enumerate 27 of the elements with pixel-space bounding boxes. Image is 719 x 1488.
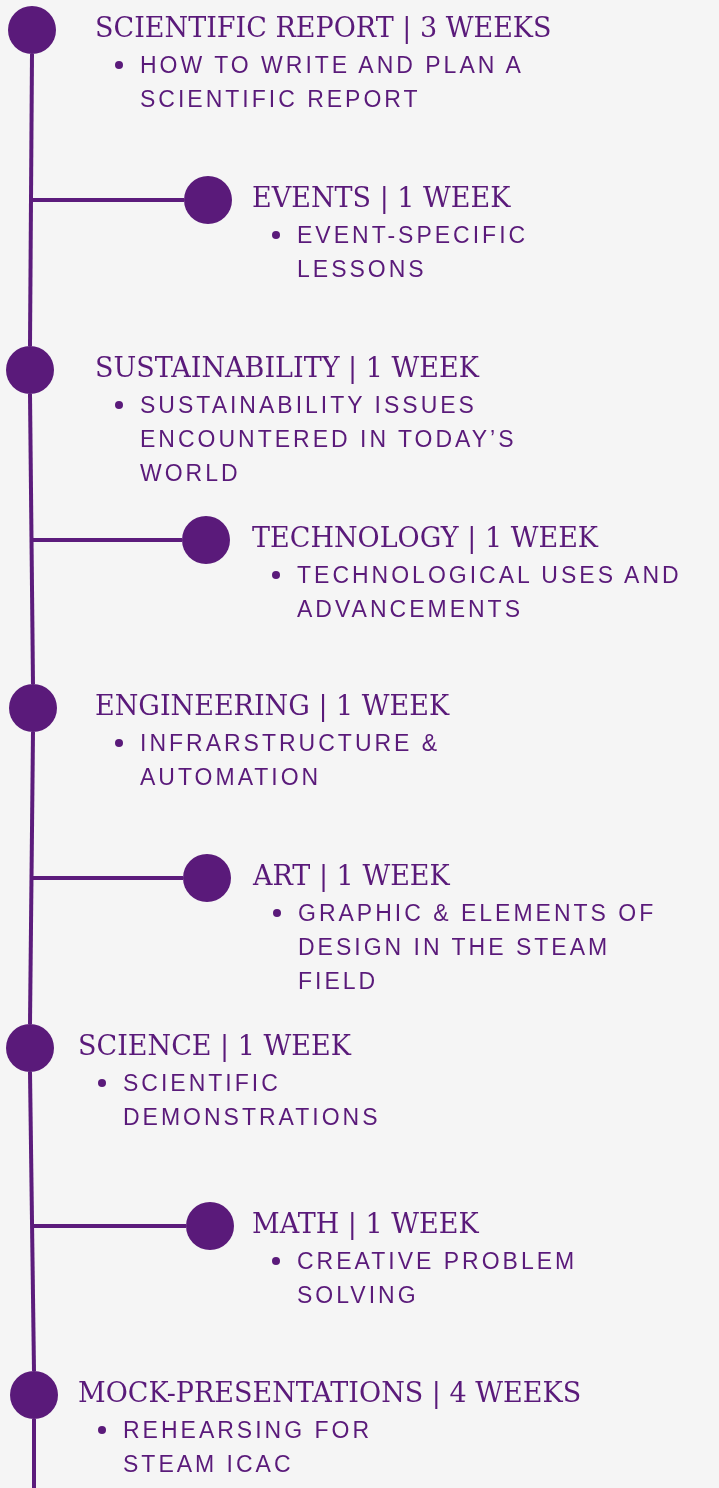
timeline-line — [32, 1419, 36, 1488]
section-heading: SCIENCE | 1 WEEK — [78, 1030, 351, 1062]
bullet-text: INFRARSTRUCTURE & AUTOMATION — [140, 729, 442, 792]
section-heading: MOCK-PRESENTATIONS | 4 WEEKS — [78, 1377, 582, 1409]
timeline-line — [33, 1224, 186, 1228]
bullet-text: GRAPHIC & ELEMENTS OF DESIGN IN THE STEAM FIELD — [298, 899, 658, 996]
section-heading: ART | 1 WEEK — [253, 860, 450, 892]
bullet-text: REHEARSING FOR STEAM ICAC — [123, 1416, 374, 1479]
section-heading: SUSTAINABILITY | 1 WEEK — [95, 352, 479, 384]
section-heading: ENGINEERING | 1 WEEK — [95, 690, 450, 722]
bullet-text: SUSTAINABILITY ISSUES ENCOUNTERED IN TODAY’S WORLD — [140, 391, 518, 488]
timeline-line — [33, 876, 183, 880]
section-heading: MATH | 1 WEEK — [252, 1208, 479, 1240]
section-heading: TECHNOLOGY | 1 WEEK — [252, 522, 599, 554]
timeline-line — [28, 732, 35, 1024]
timeline-line — [33, 538, 182, 542]
timeline-line — [33, 198, 184, 202]
bullet-text: CREATIVE PROBLEM SOLVING — [297, 1247, 579, 1310]
bullet-text: HOW TO WRITE AND PLAN A SCIENTIFIC REPORT — [140, 51, 524, 114]
bullet-text: TECHNOLOGICAL USES AND ADVANCEMENTS — [297, 561, 683, 624]
timeline-line — [28, 54, 34, 346]
section-heading: SCIENTIFIC REPORT | 3 WEEKS — [95, 12, 552, 44]
section-heading: EVENTS | 1 WEEK — [252, 182, 511, 214]
timeline-line — [28, 1071, 36, 1372]
bullet-text: EVENT-SPECIFIC LESSONS — [297, 221, 530, 284]
timeline-line — [28, 394, 35, 684]
bullet-text: SCIENTIFIC DEMONSTRATIONS — [123, 1069, 382, 1132]
